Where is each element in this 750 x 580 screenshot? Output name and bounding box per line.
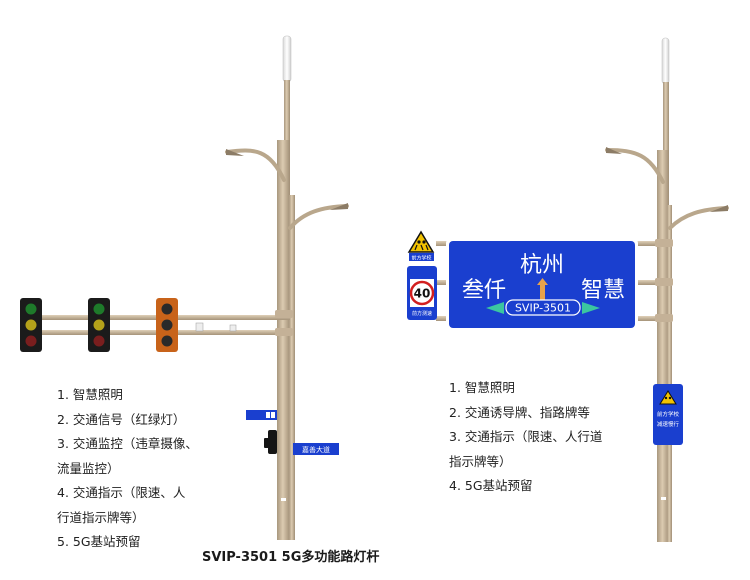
right-feature-item: 4. 5G基站预留 <box>449 478 533 493</box>
school-warning-text: 前方学校 <box>411 255 431 262</box>
left-feature-item: 2. 交通信号（红绿灯） <box>57 411 186 427</box>
signal-yellow-lamp <box>93 319 105 331</box>
signal-yellow-lamp <box>161 319 173 331</box>
right-arm-clamp <box>655 278 673 286</box>
guide-sign-arrow-right <box>582 302 600 314</box>
small-blue-sign <box>246 410 277 420</box>
traffic-light <box>88 298 110 352</box>
camera-icon <box>264 430 277 454</box>
right-lamp-arm-upper <box>605 148 665 184</box>
guide-sign-center-box <box>505 299 581 316</box>
left-pole-assembly: 嘉善大道 <box>20 35 349 540</box>
left-feature-item: 1. 智慧照明 <box>57 387 123 402</box>
left-lamp-head-upper <box>226 149 244 156</box>
right-pole-base-plate <box>661 497 666 500</box>
guide-sign-arrow-left <box>486 302 504 314</box>
school-zone-text-line2: 减速慢行 <box>657 420 680 428</box>
right-lamp-head-lower <box>710 205 728 212</box>
school-warning-sign: 前方学校 <box>407 230 435 262</box>
left-feature-item: 3. 交通监控（违章摄像、 <box>57 436 198 451</box>
street-name-sign: 嘉善大道 <box>293 443 339 455</box>
product-caption: SVIP-3501 5G多功能路灯杆 <box>202 550 380 565</box>
right-arm-clamp <box>655 314 673 322</box>
right-feature-item: 1. 智慧照明 <box>449 380 515 395</box>
left-feature-item: 流量监控） <box>57 460 120 476</box>
signal-red-lamp <box>25 335 37 347</box>
right-feature-list: 1. 智慧照明 2. 交通诱导牌、指路牌等 3. 交通指示（限速、人行道 指示牌… <box>449 376 602 499</box>
traffic-light <box>156 298 178 352</box>
speed-limit-sign: 40 前方测速 <box>407 266 437 320</box>
left-pole-base-plate <box>281 498 286 501</box>
left-feature-item: 4. 交通指示（限速、人 <box>57 485 186 500</box>
left-top-lamp <box>282 35 292 83</box>
left-lamp-arm-upper <box>225 148 286 182</box>
guide-sign-center-text: SVIP-3501 <box>515 302 571 315</box>
guide-sign-right-text: 智慧 <box>581 278 625 303</box>
signal-green-lamp <box>93 303 105 315</box>
left-arm-clamp <box>275 328 293 336</box>
right-feature-item: 指示牌等） <box>449 453 512 469</box>
right-feature-item: 2. 交通诱导牌、指路牌等 <box>449 404 590 420</box>
signal-green-lamp <box>161 303 173 315</box>
left-arm-clamp <box>275 310 293 318</box>
signal-red-lamp <box>93 335 105 347</box>
school-zone-sign: 前方学校 减速慢行 <box>653 384 683 445</box>
signal-yellow-lamp <box>25 319 37 331</box>
right-pole-assembly: 前方学校 40 前方测速 杭州 叁仟 智慧 SVIP-3501 <box>407 37 729 542</box>
right-lamp-head-upper <box>606 147 622 154</box>
guide-sign-left-text: 叁仟 <box>462 278 506 303</box>
speed-camera-text: 前方测速 <box>412 310 432 317</box>
right-top-lamp <box>661 37 670 85</box>
road-guide-sign: 杭州 叁仟 智慧 SVIP-3501 <box>446 238 638 331</box>
left-secondary-pole <box>289 195 295 540</box>
left-feature-item: 5. 5G基站预留 <box>57 534 141 549</box>
guide-sign-top-text: 杭州 <box>520 253 564 278</box>
signal-red-lamp <box>161 335 173 347</box>
left-feature-list: 1. 智慧照明 2. 交通信号（红绿灯） 3. 交通监控（违章摄像、 流量监控）… <box>57 383 198 555</box>
right-arm-clamp <box>655 239 673 247</box>
street-name-text: 嘉善大道 <box>302 445 330 454</box>
left-lamp-head-lower <box>330 203 348 210</box>
right-feature-item: 3. 交通指示（限速、人行道 <box>449 429 603 444</box>
right-secondary-pole <box>667 205 672 542</box>
guide-sign-arrow-up <box>540 283 545 303</box>
left-main-pole <box>277 140 290 540</box>
speed-limit-value: 40 <box>414 287 431 301</box>
sensor-box <box>195 322 204 332</box>
signal-green-lamp <box>25 303 37 315</box>
sensor-box <box>229 324 237 332</box>
left-feature-item: 行道指示牌等） <box>57 509 145 525</box>
school-zone-text-line1: 前方学校 <box>657 410 680 418</box>
traffic-light <box>20 298 42 352</box>
